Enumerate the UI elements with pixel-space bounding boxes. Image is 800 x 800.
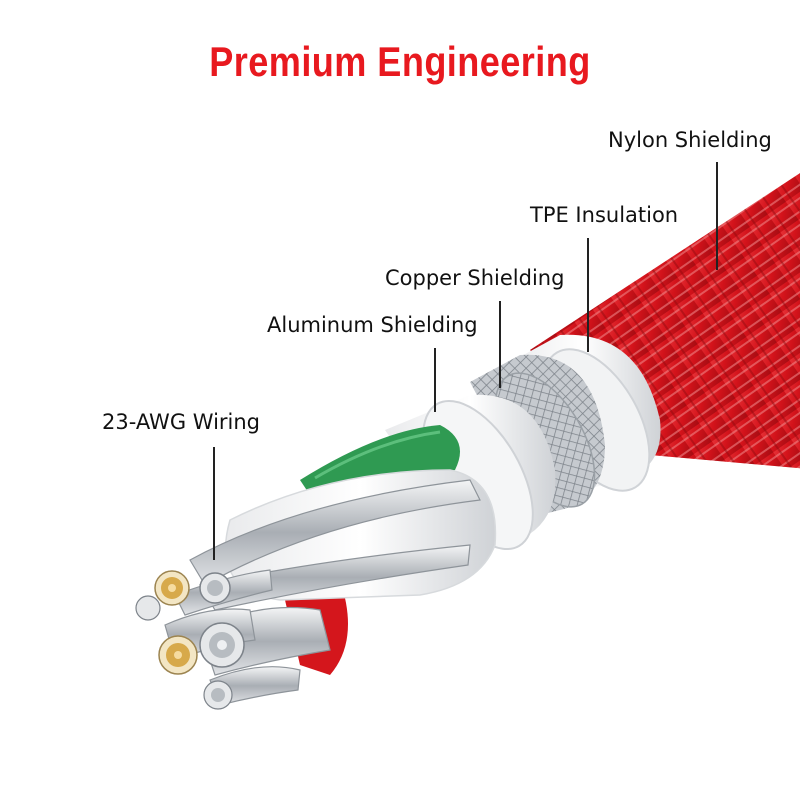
label-copper-shielding: Copper Shielding [385, 266, 565, 290]
label-nylon-shielding: Nylon Shielding [608, 128, 772, 152]
silver-strand-ends [135, 572, 245, 710]
label-23-awg-wiring: 23-AWG Wiring [102, 410, 261, 434]
label-aluminum-shielding: Aluminum Shielding [267, 313, 478, 337]
label-tpe-insulation: TPE Insulation [530, 203, 679, 227]
page-title: Premium Engineering [209, 38, 591, 85]
copper-strand-ends [154, 570, 198, 675]
callout-lines [213, 162, 718, 560]
